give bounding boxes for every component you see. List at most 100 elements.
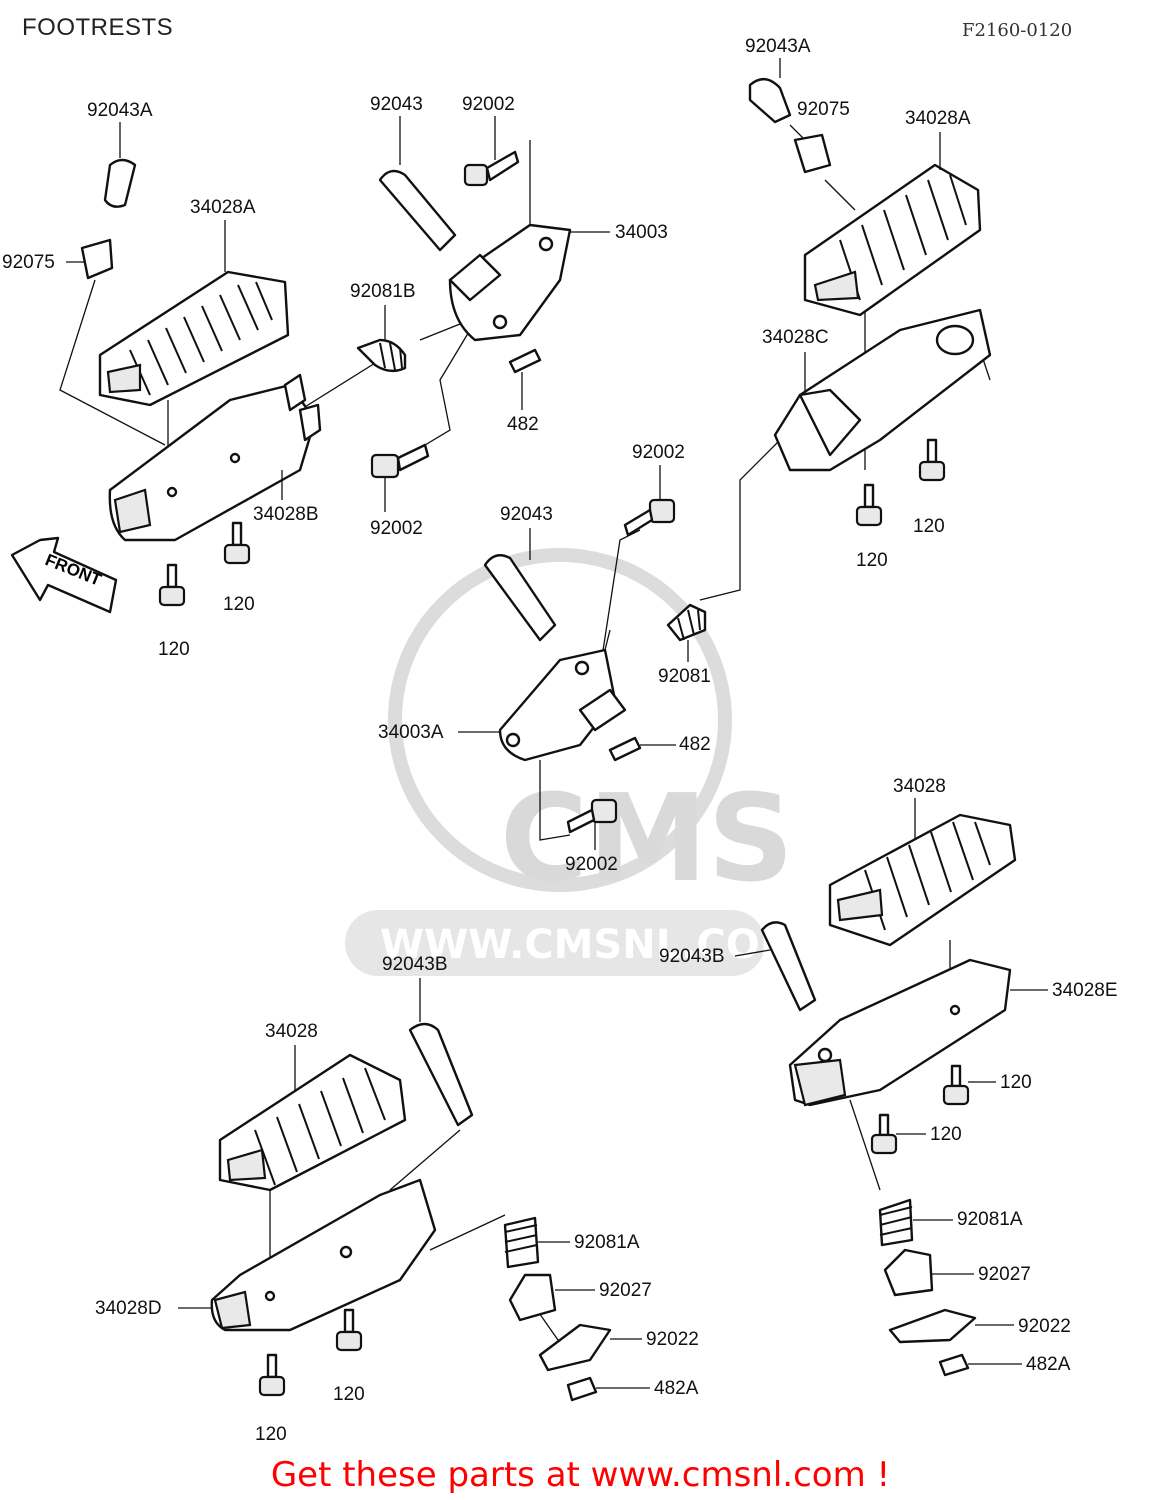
label-p10: 92081B [350,281,416,302]
bolt-120-c [855,483,883,527]
label-p15: 34028A [905,108,971,129]
rubber-34028a-right [803,163,982,317]
label-p2: 92075 [2,252,55,273]
label-p13: 92043A [745,36,811,57]
rubber-34028-left [218,1053,407,1192]
label-p16: 34028C [762,327,829,348]
plate-92022-left [538,1323,612,1372]
label-p4: 34028B [253,504,319,525]
pin-92043b-left [408,1022,474,1127]
label-p37: 92027 [599,1280,652,1301]
label-p26: 92043B [659,946,725,967]
label-p5: 120 [158,639,190,660]
footrest-left-bottom [210,1022,612,1402]
label-p14: 92075 [797,99,850,120]
bolt-120-e [942,1064,970,1106]
label-p3: 34028A [190,197,256,218]
label-p22: 34003A [378,722,444,743]
label-p20: 92043 [500,504,553,525]
label-p23: 482 [679,734,711,755]
bolt-120-d [918,438,946,482]
call-to-action[interactable]: Get these parts at www.cmsnl.com ! [270,1455,891,1495]
label-p19: 92002 [632,442,685,463]
page-title: FOOTRESTS [22,14,174,41]
label-p8: 92002 [462,94,515,115]
bracket-34003a [483,498,707,834]
bolt-92002-upper [623,498,676,537]
bracket-34003 [356,150,572,479]
bolt-92002-mid [370,443,430,479]
label-p42: 120 [255,1424,287,1445]
bolt-120-a [158,563,186,607]
label-p21: 92081 [658,666,711,687]
watermark-url: WWW.CMSNL.COM [380,922,800,968]
label-p28: 120 [1000,1072,1032,1093]
label-p30: 92081A [957,1209,1023,1230]
spring-92081 [666,603,707,642]
label-p12: 92002 [370,518,423,539]
plate-92022-right [888,1308,977,1344]
label-p36: 92081A [574,1232,640,1253]
bolt-92002-top [463,150,520,187]
label-p24: 92002 [565,854,618,875]
collar-92075 [80,238,114,280]
part-labels: 92043A 92075 34028A 34028B 120 120 92043… [2,36,1118,1445]
rubber-34028-right [828,813,1017,947]
label-p17: 120 [856,550,888,571]
watermark-brand: CMS [500,770,794,909]
footrest-left-top: FRONT [10,158,322,614]
label-p11: 482 [507,414,539,435]
watermark-ring [388,548,732,892]
label-p41: 482A [654,1378,699,1399]
label-p31: 92027 [978,1264,1031,1285]
label-p1: 92043A [87,100,153,121]
bolt-120-b [223,521,251,565]
label-p32: 92022 [1018,1316,1071,1337]
label-p6: 120 [223,594,255,615]
spring-92081a-right [878,1198,914,1247]
cap-92027-right [883,1248,934,1297]
figure-code: F2160-0120 [962,20,1073,41]
clip-482a-right [938,1353,970,1377]
label-p35: 34028 [265,1021,318,1042]
label-p7: 92043 [370,94,423,115]
cap-92027-left [508,1273,557,1322]
watermark-bar [345,910,765,976]
bracket-34028d [210,1178,437,1332]
bracket-34028c [773,308,992,472]
label-p34: 92043B [382,954,448,975]
bolt-120-g [335,1308,363,1352]
pin-92043a-right [748,78,792,124]
label-p18: 120 [913,516,945,537]
bolt-120-f [870,1113,898,1155]
pin-92043b-right [760,921,817,1012]
spring-92081a-left [503,1216,540,1269]
rubber-34028a [98,270,290,407]
bracket-34028e [788,958,1012,1107]
footrest-right-top [748,78,992,527]
collar-92075-right [793,133,832,174]
bracket-34028b [108,373,322,542]
label-p33: 482A [1026,1354,1071,1375]
label-p27: 34028E [1052,980,1118,1001]
label-p25: 34028 [893,776,946,797]
clip-482a-left [566,1376,598,1402]
spring-92081b [356,338,407,373]
label-p9: 34003 [615,222,668,243]
pin-92043a [103,158,137,208]
bolt-92002-lower [566,798,618,834]
bolt-120-h [258,1353,286,1397]
clip-482-center [608,736,642,762]
label-p29: 120 [930,1124,962,1145]
pin-92043 [378,169,457,252]
front-arrow: FRONT [10,536,118,614]
label-p38: 34028D [95,1298,162,1319]
footrest-right-bottom [760,813,1017,1377]
watermark: CMS WWW.CMSNL.COM [345,548,800,976]
clip-482-top [508,348,542,374]
pin-92043-center [483,554,557,642]
label-p39: 92022 [646,1329,699,1350]
label-p40: 120 [333,1384,365,1405]
